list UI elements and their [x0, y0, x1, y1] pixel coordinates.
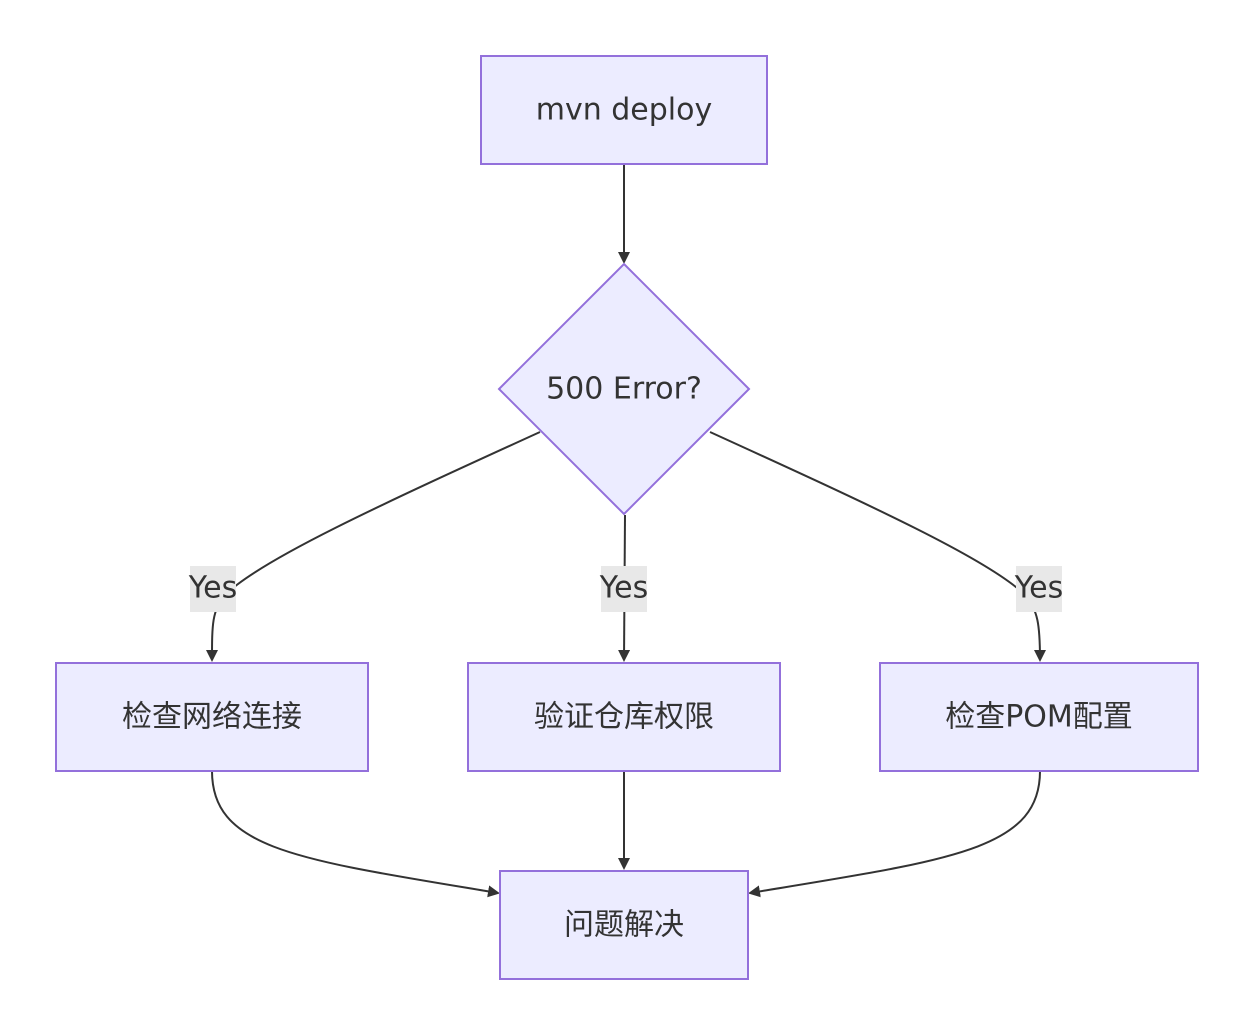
node-resolved: 问题解决: [499, 870, 749, 980]
node-check-network: 检查网络连接: [55, 662, 369, 772]
node-resolved-label: 问题解决: [564, 908, 684, 943]
edge-labels: Yes Yes Yes: [188, 566, 1063, 612]
node-check-pom-label: 检查POM配置: [945, 700, 1133, 735]
edge-error-check-to-check-pom: [709, 431, 1046, 662]
edge-label-pom-text: Yes: [1014, 571, 1063, 606]
node-500-error-label: 500 Error?: [546, 372, 702, 407]
node-verify-permissions: 验证仓库权限: [467, 662, 781, 772]
edge-label-pom: Yes: [1014, 566, 1063, 612]
edge-label-network: Yes: [188, 566, 237, 612]
edge-error-check-to-check-network: [206, 431, 541, 662]
edge-check-network-to-resolved: [211, 770, 500, 898]
node-check-network-label: 检查网络连接: [122, 700, 302, 735]
edge-label-network-text: Yes: [188, 571, 237, 606]
node-verify-permissions-label: 验证仓库权限: [534, 700, 714, 735]
edge-label-permissions-text: Yes: [599, 571, 648, 606]
node-check-pom: 检查POM配置: [879, 662, 1199, 772]
nodes: mvn deploy 500 Error? 检查网络连接 验证仓库权限 检查PO…: [55, 55, 1199, 980]
edge-label-permissions: Yes: [599, 566, 648, 612]
node-mvn-deploy-label: mvn deploy: [536, 93, 713, 128]
edges: [206, 164, 1046, 898]
node-500-error-decision: 500 Error?: [497, 262, 751, 516]
edge-check-pom-to-resolved: [748, 770, 1041, 898]
node-mvn-deploy: mvn deploy: [480, 55, 768, 165]
